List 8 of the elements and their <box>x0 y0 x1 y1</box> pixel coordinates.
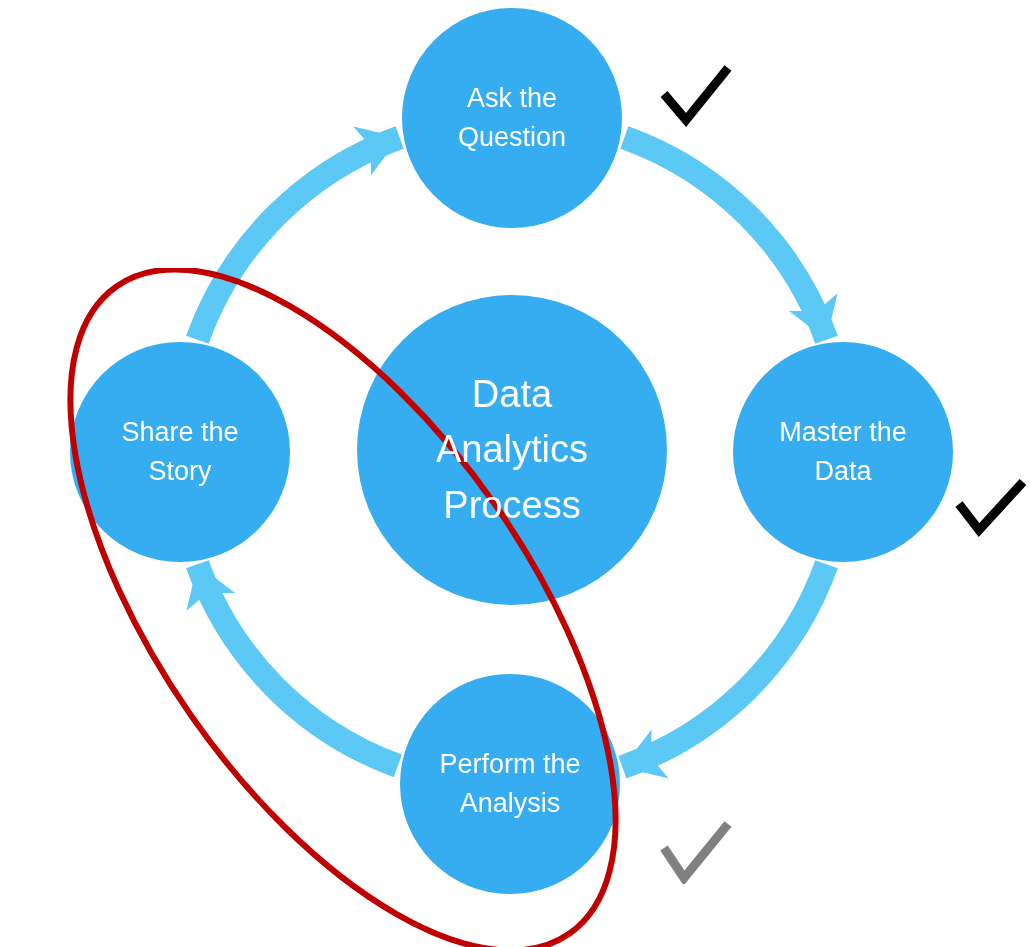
step-label: Perform the Analysis <box>438 747 582 820</box>
step-label: Master the Data <box>778 415 908 488</box>
step-label: Share the Story <box>120 415 240 488</box>
curved-arrow <box>186 126 405 345</box>
curved-arrow <box>186 559 403 777</box>
step-label: Ask the Question <box>456 81 568 154</box>
curved-arrow <box>619 126 838 345</box>
curved-arrow <box>617 559 838 779</box>
